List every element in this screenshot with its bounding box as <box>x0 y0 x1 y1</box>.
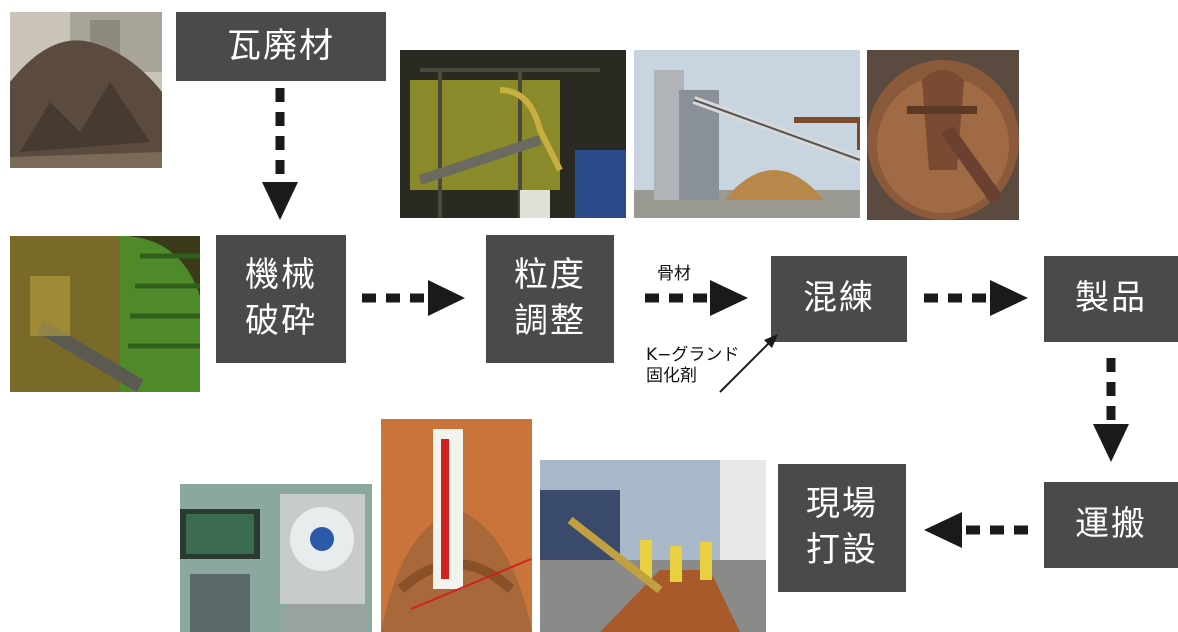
step-crushing-line1: 機械 <box>245 255 317 296</box>
step-grain-adjustment: 粒度 調整 <box>486 235 614 363</box>
step-site-placement: 現場 打設 <box>778 464 906 592</box>
k-grand-line1: K−グランド <box>646 345 740 365</box>
arrow-grain-to-mixing <box>645 280 748 316</box>
arrow-crushing-to-grain <box>362 280 465 316</box>
photo-tile-waste-pile <box>10 12 162 168</box>
step-mixing: 混練 <box>771 256 907 342</box>
arrow-k-grand-to-mixing <box>719 334 778 393</box>
aggregate-label: 骨材 <box>657 264 691 284</box>
arrow-mixing-to-product <box>924 280 1028 316</box>
photo-crushing-plant <box>10 236 200 392</box>
step-grain-line1: 粒度 <box>514 255 586 296</box>
step-transport-label: 運搬 <box>1075 504 1147 545</box>
photo-mixer-bowl <box>867 50 1019 220</box>
photo-sieving-plant-interior <box>400 50 626 218</box>
step-tile-waste: 瓦廃材 <box>176 12 386 81</box>
step-transport: 運搬 <box>1044 482 1178 568</box>
k-grand-label: K−グランド 固化剤 <box>646 345 739 388</box>
step-mechanical-crushing: 機械 破砕 <box>216 235 346 363</box>
step-product-label: 製品 <box>1075 278 1147 319</box>
step-site-line1: 現場 <box>806 484 878 525</box>
photo-site-paving-crew <box>540 460 766 632</box>
step-product: 製品 <box>1044 256 1178 342</box>
k-grand-line2: 固化剤 <box>646 366 697 387</box>
photo-penetration-sample <box>381 419 532 632</box>
arrow-transport-to-site <box>924 512 1028 548</box>
arrow-waste-to-crushing <box>262 88 298 220</box>
photo-conveyor-stockpile <box>634 50 860 218</box>
step-mixing-label: 混練 <box>803 278 875 319</box>
step-tile-waste-label: 瓦廃材 <box>227 25 335 66</box>
photo-testing-machine <box>180 484 372 632</box>
step-crushing-line2: 破砕 <box>245 301 317 341</box>
arrow-product-to-transport <box>1093 358 1129 462</box>
step-site-line2: 打設 <box>806 530 878 570</box>
step-grain-line2: 調整 <box>514 301 586 341</box>
